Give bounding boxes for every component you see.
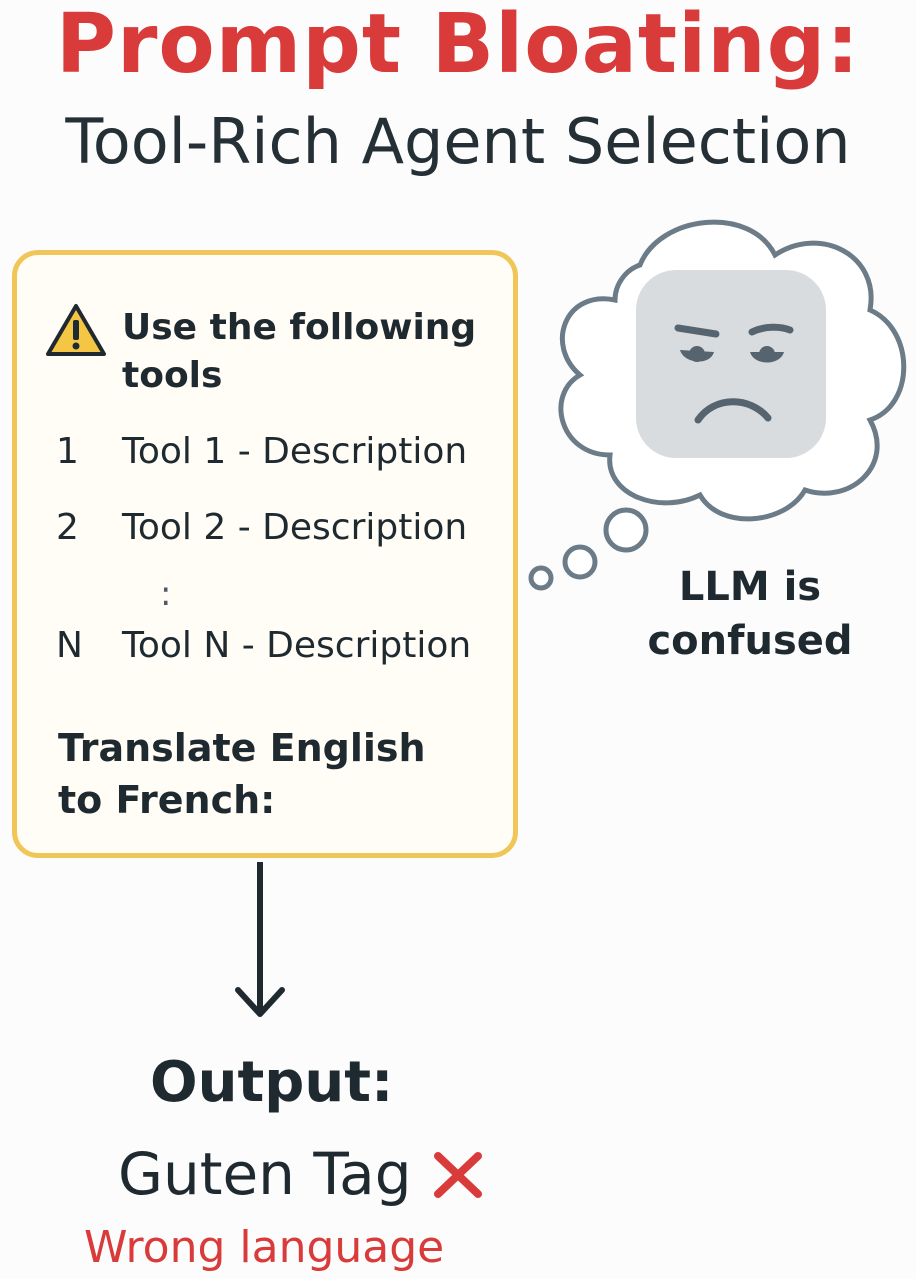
diagram-title: Prompt Bloating: [55, 0, 861, 92]
warning-icon [46, 304, 106, 356]
prompt-heading: Use the following tools [122, 307, 477, 396]
llm-confused-label: LLM is confused [647, 564, 853, 664]
confused-face-icon [636, 270, 826, 458]
tool-list-ellipsis: : [160, 574, 172, 614]
diagram-subtitle: Tool-Rich Agent Selection [65, 105, 851, 178]
prompt-task: Translate English to French: [58, 726, 426, 822]
tool-description: Tool 1 - Description [122, 431, 468, 472]
output-label: Output: [150, 1050, 394, 1115]
tool-index: 2 [56, 507, 79, 548]
output-value: Guten Tag [118, 1140, 412, 1208]
down-arrow-icon [235, 862, 285, 1017]
tool-description: Tool N - Description [122, 625, 472, 666]
thought-bubble-dots [528, 507, 649, 591]
tool-index: 1 [56, 431, 79, 472]
tool-description: Tool 2 - Description [122, 507, 468, 548]
tool-index: N [56, 625, 83, 666]
error-label: Wrong language [84, 1222, 445, 1273]
cross-mark-icon [434, 1152, 482, 1198]
